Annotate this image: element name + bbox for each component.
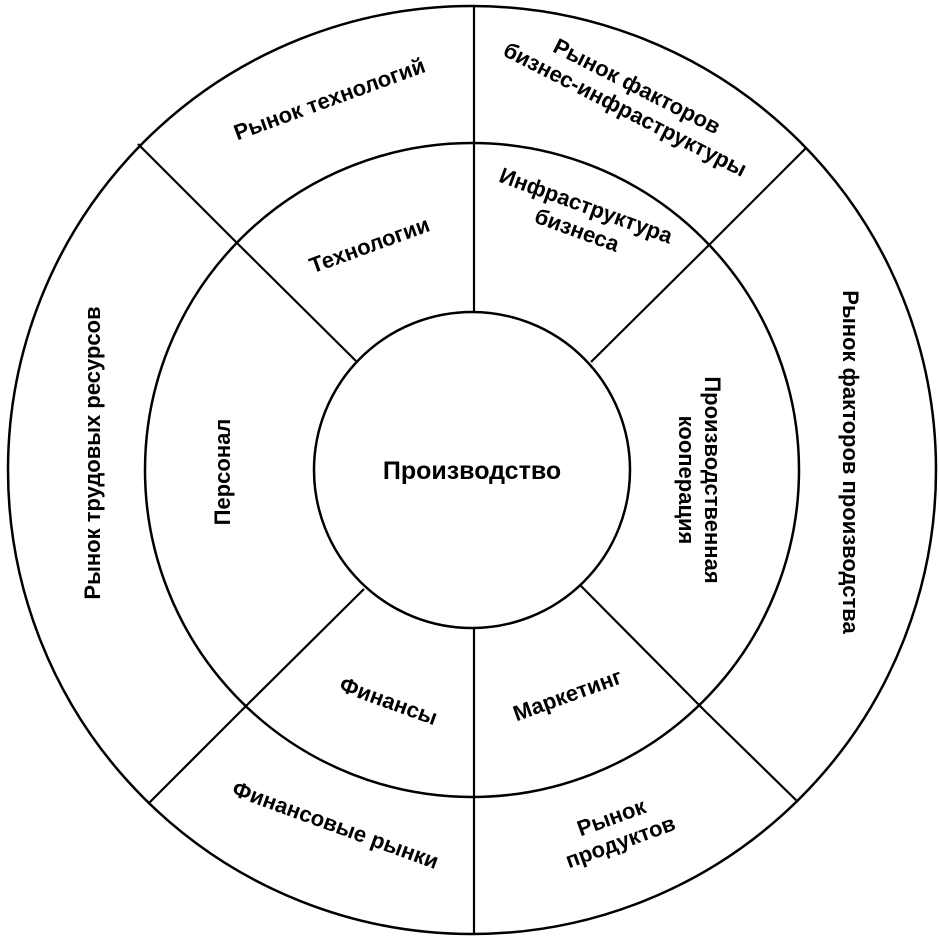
outer-ring <box>6 4 938 936</box>
divider-outer-right <box>709 147 807 245</box>
label-production-cooperation: Производственная кооперация <box>674 376 725 583</box>
middle-ring <box>143 141 801 799</box>
label-infra-market: Рынок факторов бизнес-инфраструктуры <box>500 33 751 182</box>
label-personnel: Персонал <box>210 419 235 526</box>
inner-ring <box>312 310 632 630</box>
divider-inner-top-left <box>238 244 357 362</box>
label-finance: Финансы <box>336 672 441 730</box>
label-technologies: Технологии <box>306 212 433 279</box>
label-coop-line2: кооперация <box>674 416 699 545</box>
divider-outer-bottom-right <box>705 711 799 803</box>
label-coop-line1: Производственная <box>700 376 725 583</box>
label-labor-market: Рынок трудовых ресурсов <box>80 306 105 599</box>
label-tech-market: Рынок технологий <box>230 53 428 146</box>
label-infra-market-line2: бизнес-инфраструктуры <box>500 37 751 182</box>
divider-outer-top-left <box>137 143 240 246</box>
label-infrastructure: Инфраструктура бизнеса <box>496 163 677 257</box>
label-marketing: Маркетинг <box>510 664 626 726</box>
divider-inner-right <box>590 243 711 363</box>
label-production-factors-market: Рынок факторов производства <box>838 290 863 634</box>
divider-inner-bottom-left <box>247 588 365 705</box>
label-product-market: Рынок продуктов <box>562 793 678 873</box>
divider-outer-bottom-left <box>147 703 249 805</box>
divider-inner-bottom-right <box>579 584 707 713</box>
center-label: Производство <box>383 457 561 485</box>
